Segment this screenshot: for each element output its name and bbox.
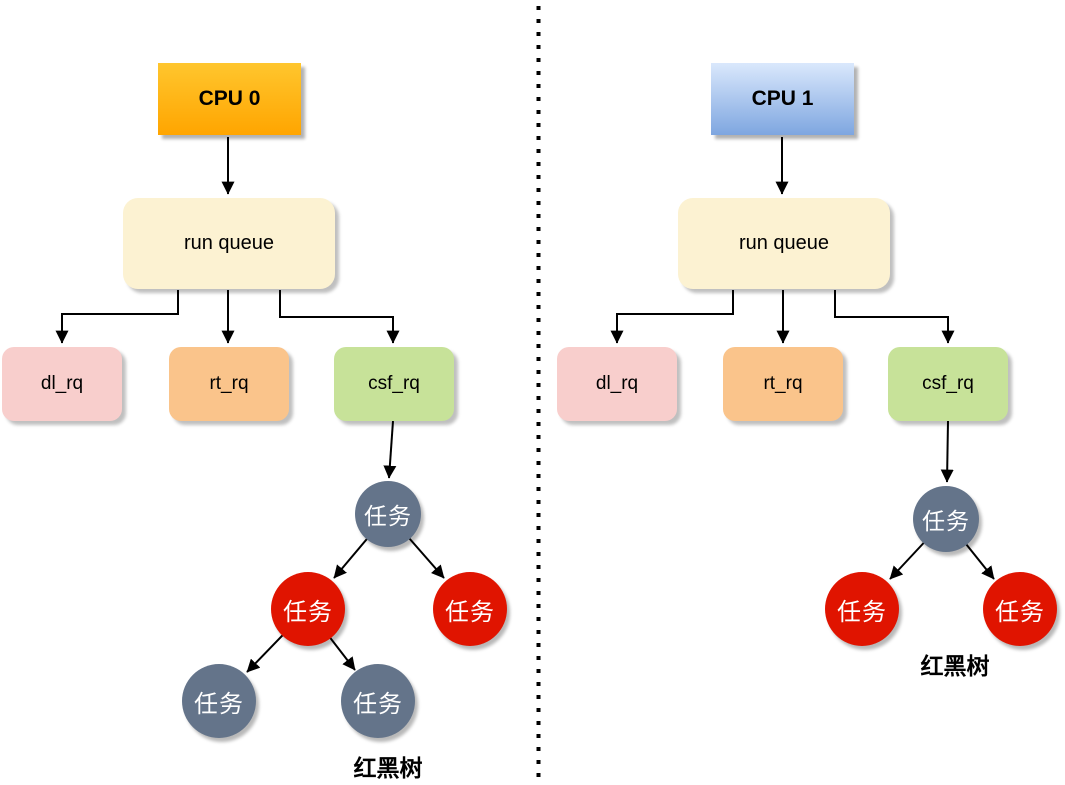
task-node-red-left-cpu0: 任务 [271,572,345,646]
arrow-csfrq0-to-tree-root [383,420,397,479]
cpu0-box: CPU 0 [158,63,301,135]
arrow-runqueue1-to-csfrq [834,290,955,344]
task-node-root-cpu1: 任务 [913,486,979,552]
task-node-root-cpu0: 任务 [355,481,421,547]
csf-rq-box-cpu1: csf_rq [888,347,1008,421]
task-node-red-right-cpu0: 任务 [433,572,507,646]
csf-rq-box-cpu0: csf_rq [334,347,454,421]
arrow-csfrq1-to-tree-root [940,420,954,483]
task-node-red-left-cpu1: 任务 [825,572,899,646]
red-black-tree-label-cpu1: 红黑树 [920,653,990,679]
run-queue-box-cpu0: run queue [123,198,335,289]
rt-rq-box-cpu1: rt_rq [723,347,843,421]
cpu1-box: CPU 1 [711,63,854,135]
arrow-runqueue0-to-csfrq [279,290,400,344]
red-black-tree-label-cpu0: 红黑树 [353,755,423,781]
dl-rq-box-cpu0: dl_rq [2,347,122,421]
task-node-gray-right-cpu0: 任务 [341,664,415,738]
rt-rq-box-cpu0: rt_rq [169,347,289,421]
dl-rq-box-cpu1: dl_rq [557,347,677,421]
run-queue-box-cpu1: run queue [678,198,890,289]
arrow-runqueue1-to-dlrq [610,290,734,344]
task-node-gray-left-cpu0: 任务 [182,664,256,738]
task-node-red-right-cpu1: 任务 [983,572,1057,646]
arrow-runqueue0-to-dlrq [55,290,179,344]
